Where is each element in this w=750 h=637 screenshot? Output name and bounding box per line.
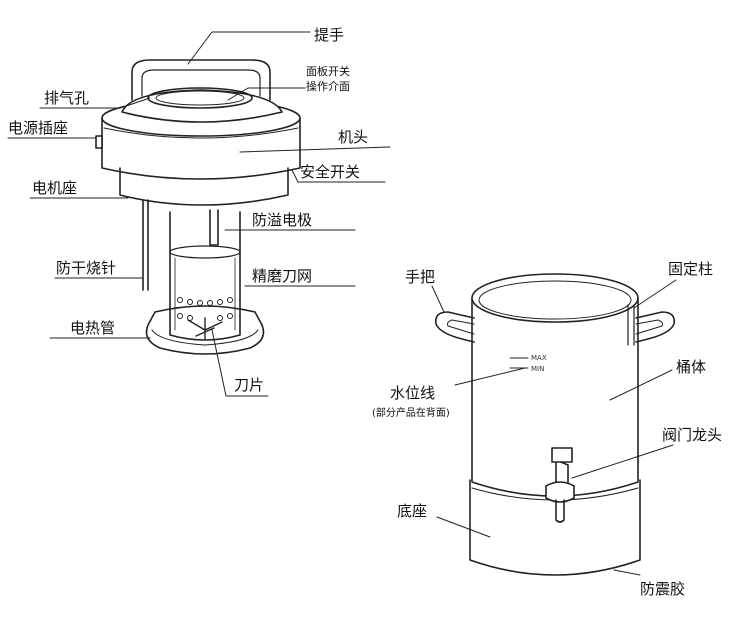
soymilk-machine-head [95, 59, 301, 355]
label-valve-tap: 阀门龙头 [662, 426, 722, 444]
max-mark: MAX [531, 354, 547, 362]
head-body-illustration [101, 117, 301, 180]
right-leader-lines [431, 279, 677, 576]
base-illustration [469, 479, 641, 576]
label-hand-grip: 手把 [405, 268, 435, 286]
label-panel-switch: 面板开关 [306, 64, 350, 78]
handle-illustration [131, 59, 271, 101]
label-anti-shock-rubber: 防震胶 [640, 580, 685, 598]
label-water-level: 水位线 [390, 384, 435, 402]
motor-base-illustration [119, 167, 289, 206]
label-water-level-note: (部分产品在背面) [372, 406, 450, 419]
body-illustration [471, 297, 639, 497]
label-dry-burn-needle: 防干烧针 [56, 259, 116, 277]
right-handle-illustration [635, 311, 676, 343]
water-boiler [434, 273, 676, 576]
heating-tube-illustration [145, 305, 265, 355]
fixed-post-illustration [627, 304, 635, 346]
label-power-socket: 电源插座 [8, 119, 68, 137]
label-safety-switch: 安全开关 [300, 163, 360, 181]
label-panel-interface: 操作介面 [306, 79, 350, 93]
label-handle: 提手 [314, 26, 344, 44]
label-head: 机头 [338, 128, 368, 146]
min-mark: MIN [531, 365, 544, 373]
water-level-marks [509, 357, 529, 369]
label-fixed-post: 固定柱 [668, 260, 713, 278]
overflow-electrode-illustration [209, 209, 219, 246]
left-handle-illustration [434, 311, 475, 343]
label-heating-tube: 电热管 [70, 319, 115, 337]
label-base: 底座 [397, 502, 427, 520]
label-fine-mesh: 精磨刀网 [252, 267, 312, 285]
label-body: 桶体 [676, 358, 706, 376]
blade-illustration [187, 317, 223, 341]
dry-burn-needle-illustration [142, 199, 149, 291]
label-overflow-electrode: 防溢电极 [252, 211, 312, 229]
label-blade: 刀片 [234, 376, 264, 394]
label-motor-base: 电机座 [32, 179, 77, 197]
label-vent: 排气孔 [44, 89, 89, 107]
left-leader-lines [7, 31, 391, 397]
